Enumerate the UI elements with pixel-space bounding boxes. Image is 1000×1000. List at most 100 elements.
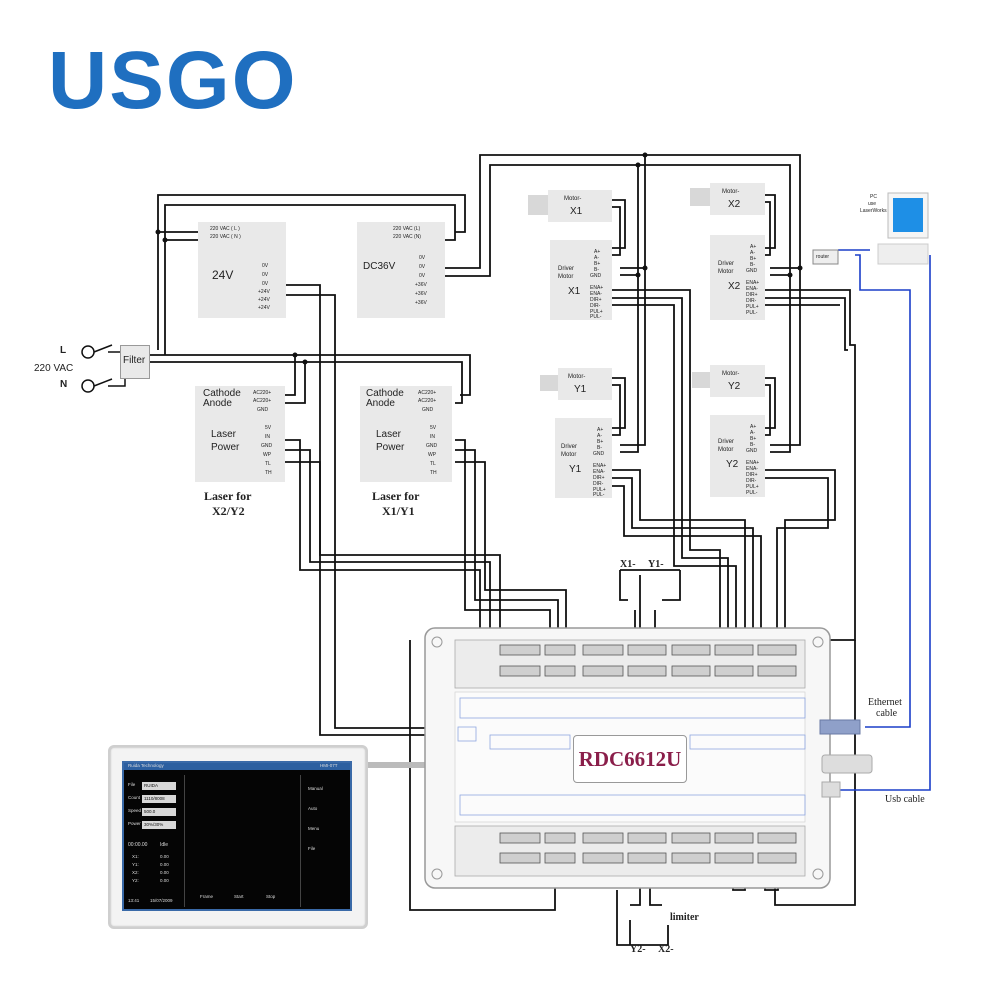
ac-label: AC220+: [418, 390, 437, 396]
psu36-in-n: 220 VAC (N): [393, 234, 421, 240]
hmi-header: Ruida Technology HMI-07T: [124, 763, 350, 770]
motor-x2: Motor- X2: [710, 183, 765, 215]
laser-caption-x1y1-line2: X1/Y1: [382, 504, 415, 518]
hmi-date: 15/07/2009: [150, 898, 173, 903]
psu24-out: +24V: [258, 305, 270, 311]
driver-motor-y2: Driver Motor Y2 A+ A- B+ B- GND ENA+ ENA…: [710, 415, 765, 497]
hmi-count-label: Count: [128, 795, 141, 800]
driver-pin: A+: [750, 244, 757, 250]
laser-power-x1y1: Cathode Anode AC220+ AC220+ GND Laser Po…: [360, 386, 452, 482]
driver-pin: DIR+: [746, 472, 758, 478]
neutral-label: N: [60, 379, 68, 390]
router-label: router: [816, 254, 830, 260]
driver-pin: PUL+: [746, 304, 759, 310]
cathode-label: Cathode: [366, 388, 404, 399]
motor-label: Motor-: [722, 189, 740, 195]
driver-pin: B-: [750, 262, 755, 268]
hmi-count-field: 1110/8008: [142, 795, 176, 803]
driver-pin: PUL+: [590, 309, 603, 315]
pc-use-label: use: [868, 201, 877, 207]
hmi-menu-auto[interactable]: Auto: [308, 806, 318, 811]
driver-pin: DIR-: [746, 478, 757, 484]
driver-motor-x2: Driver Motor X2 A+ A- B+ B- GND ENA+ ENA…: [710, 235, 765, 320]
hmi-frame-button[interactable]: Frame: [200, 894, 214, 899]
driver-pin: DIR-: [746, 298, 757, 304]
hmi-axis-label: X1:: [132, 854, 139, 859]
driver-pin: B-: [597, 445, 602, 451]
driver-pin: A-: [750, 250, 755, 256]
laser-caption-x2y2-line2: X2/Y2: [212, 504, 245, 518]
psu24-out: +24V: [258, 289, 270, 295]
limit-x2-label: X2-: [658, 944, 674, 955]
laser-pin: 5V: [430, 425, 437, 431]
hmi-axis-value: 0.00: [160, 870, 169, 875]
hmi-speed-label: Speed: [128, 808, 142, 813]
driver-axis: X1: [568, 286, 581, 297]
ethernet-label-2: cable: [876, 708, 898, 719]
ac-label: AC220+: [418, 398, 437, 404]
hmi-power-value: 30%/30%: [144, 822, 164, 827]
cathode-label: Cathode: [203, 388, 241, 399]
filter-label: Filter: [123, 355, 146, 366]
laser-pin: 5V: [265, 425, 272, 431]
driver-motor-x1: Driver Motor X1 A+ A- B+ B- GND ENA+ ENA…: [550, 240, 612, 320]
ac-label: AC220+: [253, 390, 272, 396]
driver-pin: ENA+: [593, 463, 607, 469]
hmi-menu-menu[interactable]: Menu: [308, 826, 320, 831]
gnd-label: GND: [257, 407, 269, 413]
driver-pin: DIR-: [590, 303, 601, 309]
hmi-panel: Ruida Technology HMI-07T File RUIDA Coun…: [108, 745, 368, 929]
hmi-menu-file[interactable]: File: [308, 846, 316, 851]
gnd-label: GND: [422, 407, 434, 413]
hmi-power-field: 30%/30%: [142, 821, 176, 829]
driver-pin: B+: [750, 256, 757, 262]
controller-model-label: RDC6612U: [573, 735, 687, 783]
driver-pin: B+: [594, 261, 601, 267]
hmi-brand: Ruida Technology: [128, 763, 164, 768]
hmi-clock: 13:41: [128, 898, 140, 903]
driver-pin: GND: [746, 448, 758, 454]
laser-pin: WP: [428, 452, 437, 458]
laser-pin: TL: [430, 461, 436, 467]
hmi-stop-button[interactable]: Stop: [266, 894, 276, 899]
driver-pin: B+: [750, 436, 757, 442]
driver-pin: PUL-: [746, 310, 758, 316]
motor-axis: X1: [570, 206, 583, 217]
driver-label: Driver: [718, 261, 734, 267]
motor-axis: Y1: [574, 384, 587, 395]
driver-label: Motor: [718, 269, 734, 275]
laser-pin: TH: [430, 470, 437, 476]
driver-pin: B-: [750, 442, 755, 448]
laser-pin: IN: [265, 434, 270, 440]
limit-y2-label: Y2-: [630, 944, 646, 955]
line-label: L: [60, 345, 67, 356]
laser-pin: TH: [265, 470, 272, 476]
hmi-menu-manual[interactable]: Manual: [308, 786, 323, 791]
psu-36v: 220 VAC (L) 220 VAC (N) DC36V 0V 0V 0V +…: [357, 222, 445, 318]
psu24-out: 0V: [262, 272, 269, 278]
hmi-speed-field: 500.0: [142, 808, 176, 816]
anode-label: Anode: [366, 398, 395, 409]
driver-pin: ENA-: [746, 466, 758, 472]
hmi-axis-label: Y2:: [132, 878, 139, 883]
laser-power-x2y2: Cathode Anode AC220+ AC220+ GND Laser Po…: [195, 386, 285, 482]
hmi-count-value: 1110/8008: [144, 796, 165, 801]
hmi-speed-value: 500.0: [144, 809, 156, 814]
driver-label: Motor: [561, 452, 577, 458]
driver-pin: DIR+: [746, 292, 758, 298]
hmi-start-button[interactable]: Start: [234, 894, 244, 899]
driver-pin: B-: [594, 267, 599, 273]
driver-pin: ENA+: [746, 280, 760, 286]
hmi-divider: [300, 775, 301, 907]
laser-pin: GND: [261, 443, 273, 449]
driver-pin: PUL-: [746, 490, 758, 496]
driver-pin: ENA+: [590, 285, 604, 291]
psu36-out: 0V: [419, 264, 426, 270]
psu24-in-n: 220 VAC ( N ): [210, 234, 241, 240]
hmi-divider: [184, 775, 185, 907]
usb-cable-label: Usb cable: [885, 794, 925, 805]
limit-x1-label: X1-: [620, 559, 636, 570]
psu36-out: +36V: [415, 282, 427, 288]
laser-pin: TL: [265, 461, 271, 467]
ac-label: AC220+: [253, 398, 272, 404]
